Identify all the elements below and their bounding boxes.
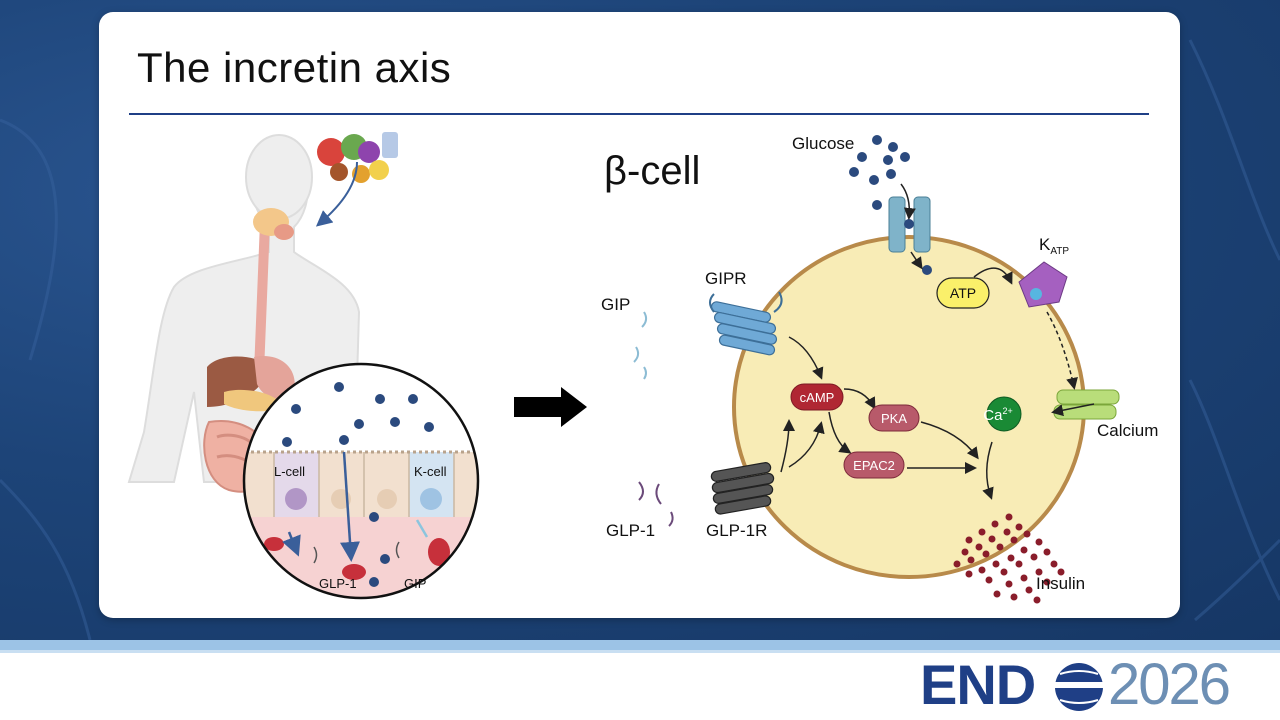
glucose-transporter (888, 183, 931, 270)
intestine-zoom-circle: L-cell K-cell GLP-1 GIP (242, 362, 480, 600)
katp-label: KATP (1039, 235, 1069, 257)
glucose-molecules (849, 135, 932, 275)
title-divider (129, 113, 1149, 115)
logo-brand: END (920, 653, 1036, 716)
calcium-channel: Calcium (1051, 389, 1158, 440)
atp-label: ATP (950, 285, 976, 301)
calcium-label: Calcium (1097, 421, 1158, 440)
gip-label-left: GIP (404, 576, 426, 591)
gipr-label: GIPR (705, 269, 747, 288)
logo-year: 2026 (1108, 652, 1231, 717)
glucose-label: Glucose (792, 134, 854, 153)
epac2-node: EPAC2 (843, 451, 977, 479)
epac2-label: EPAC2 (853, 458, 895, 473)
slide-title: The incretin axis (137, 44, 452, 91)
katp-channel: KATP (1018, 235, 1078, 390)
glp1r-label: GLP-1R (706, 521, 767, 540)
pka-label: PKA (881, 411, 907, 426)
gip-molecules (633, 311, 648, 380)
insulin-granules (953, 513, 1065, 604)
k-cell-label: K-cell (414, 464, 447, 479)
camp-label: cAMP (800, 390, 835, 405)
pka-node: PKA (868, 404, 979, 460)
glp1-label-left: GLP-1 (319, 576, 357, 591)
background-veins (0, 39, 1280, 640)
ca-label: Ca2+ (983, 406, 1012, 424)
footer-stripe-light (0, 650, 1280, 653)
glp1-label: GLP-1 (606, 521, 655, 540)
incretin-diagram: L-cell K-cell GLP-1 GIP β-cell Glucose (127, 132, 1158, 604)
insulin-label: Insulin (1036, 574, 1085, 593)
gipr-receptor (709, 291, 824, 380)
glp1-molecules (638, 481, 674, 527)
footer-stripe (0, 640, 1280, 650)
globe-icon (1052, 663, 1106, 711)
calcium-ion: Ca2+ (982, 396, 1022, 500)
atp-node: ATP (936, 267, 1013, 309)
l-cell-label: L-cell (274, 464, 305, 479)
gip-label: GIP (601, 295, 630, 314)
slide-card: The incretin axis (99, 12, 1180, 618)
food-icon (315, 132, 398, 227)
beta-cell-title: β-cell (604, 149, 700, 193)
glp1r-receptor (710, 421, 825, 515)
camp-node: cAMP (780, 383, 876, 473)
arrow-right-icon (514, 387, 587, 427)
